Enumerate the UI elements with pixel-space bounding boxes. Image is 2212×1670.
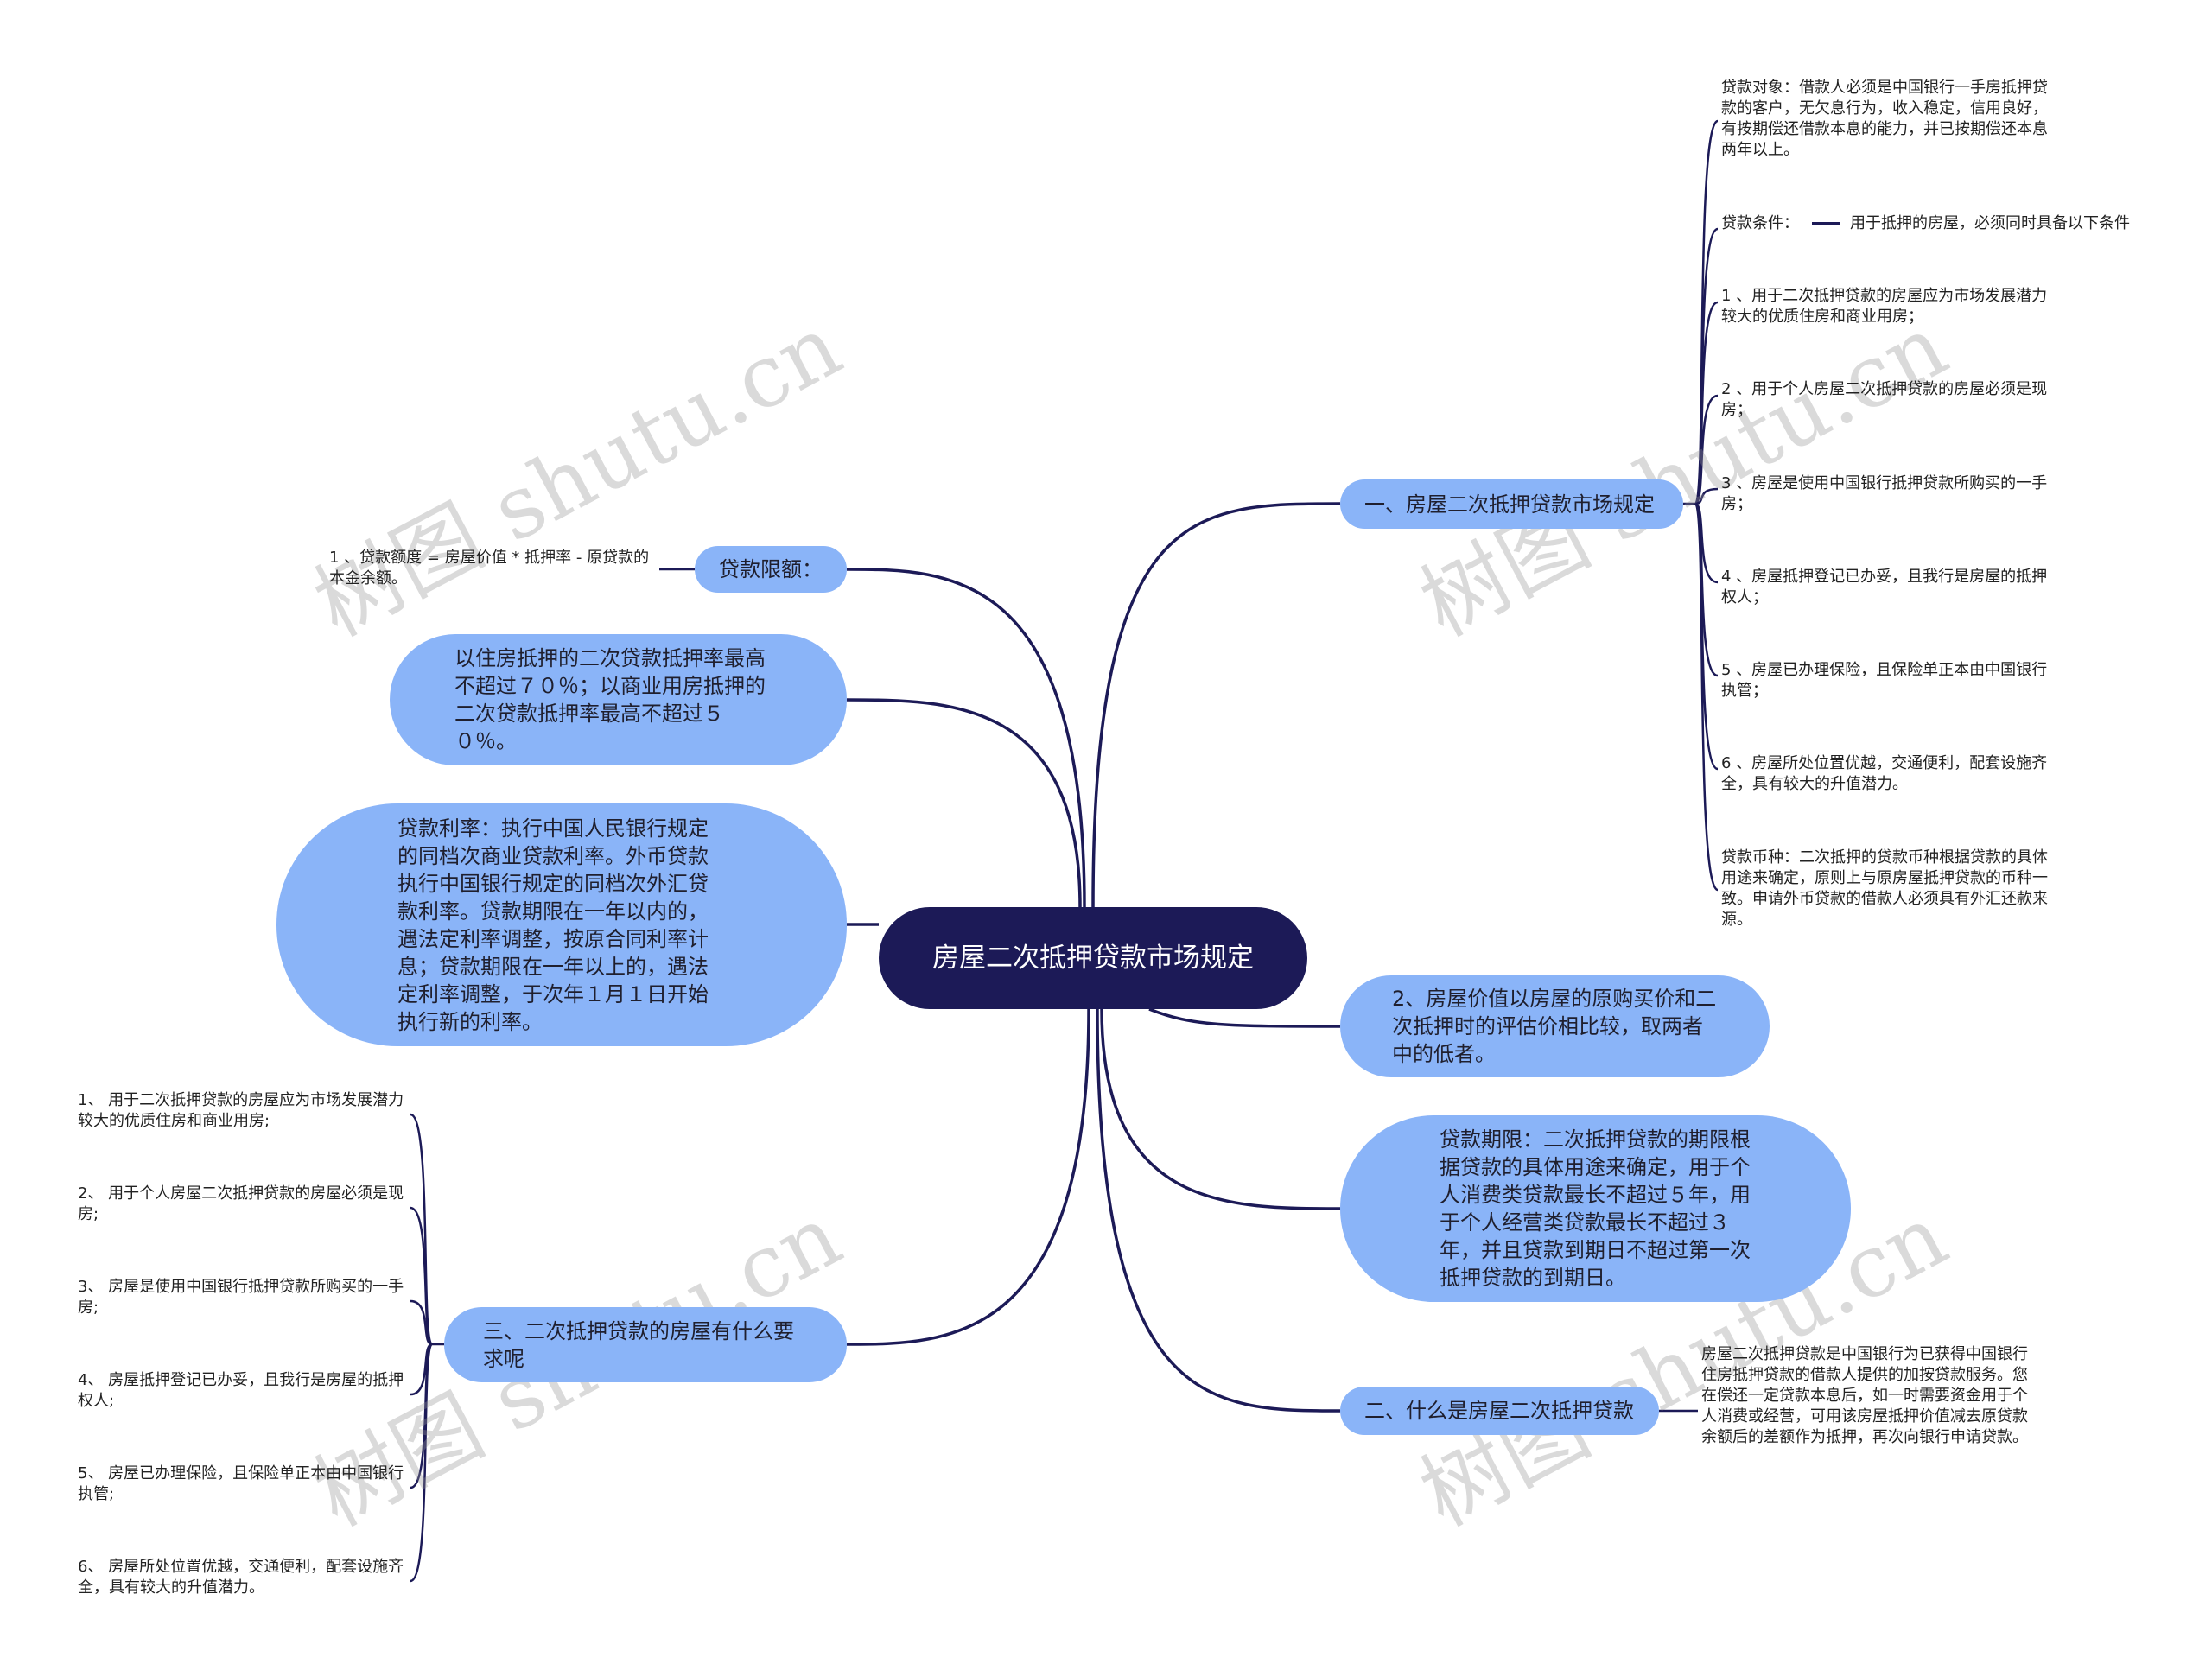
topic-rate-cap[interactable]: 以住房抵押的二次贷款抵押率最高不超过７０％；以商业用房抵押的二次贷款抵押率最高不… [390,634,847,765]
topic-label: 贷款限额： [719,557,823,581]
topic-label: 贷款利率：执行中国人民银行规定的同档次商业贷款利率。外币贷款执行中国银行规定的同… [397,816,709,1034]
topic-loan-limit[interactable]: 贷款限额： [695,546,847,593]
leaf-condition-3: 3 、房屋是使用中国银行抵押贷款所购买的一手房； [1721,474,2048,513]
leaf-condition-6: 6 、房屋所处位置优越，交通便利，配套设施齐全，具有较大的升值潜力。 [1721,754,2048,793]
leaf-loan-target: 贷款对象：借款人必须是中国银行一手房抵押贷款的客户，无欠息行为，收入稳定，信用良… [1721,79,2048,159]
topic-interest-rate[interactable]: 贷款利率：执行中国人民银行规定的同档次商业贷款利率。外币贷款执行中国银行规定的同… [276,803,847,1046]
leaf-loan-condition: 贷款条件： [1721,214,1799,232]
topic-market-rules[interactable]: 一、房屋二次抵押贷款市场规定 [1340,479,1683,529]
leaf-requirement-2: 2、 用于个人房屋二次抵押贷款的房屋必须是现房; [78,1184,404,1223]
leaf-condition-4: 4 、房屋抵押登记已办妥，且我行是房屋的抵押权人； [1721,568,2048,606]
leaf-what-is-detail: 房屋二次抵押贷款是中国银行为已获得中国银行住房抵押贷款的借款人提供的加按贷款服务… [1701,1345,2028,1446]
topic-label: 三、二次抵押贷款的房屋有什么要求呢 [483,1318,794,1371]
topic-value-rule[interactable]: 2、房屋价值以房屋的原购买价和二次抵押时的评估价相比较，取两者中的低者。 [1340,975,1770,1077]
topic-label: 2、房屋价值以房屋的原购买价和二次抵押时的评估价相比较，取两者中的低者。 [1392,987,1717,1066]
topic-label: 一、房屋二次抵押贷款市场规定 [1364,492,1655,517]
topic-loan-term[interactable]: 贷款期限：二次抵押贷款的期限根据贷款的具体用途来确定，用于个人消费类贷款最长不超… [1340,1115,1851,1302]
root-topic[interactable]: 房屋二次抵押贷款市场规定 [879,907,1307,1009]
leaf-limit-formula: 1 、贷款额度 = 房屋价值 * 抵押率 - 原贷款的本金余额。 [329,549,650,587]
leaf-requirement-3: 3、 房屋是使用中国银行抵押贷款所购买的一手房; [78,1278,404,1317]
leaf-condition-1: 1 、用于二次抵押贷款的房屋应为市场发展潜力较大的优质住房和商业用房； [1721,287,2048,326]
leaf-condition-5: 5 、房屋已办理保险，且保险单正本由中国银行执管； [1721,661,2048,700]
root-topic-label: 房屋二次抵押贷款市场规定 [932,943,1254,974]
topic-label: 贷款期限：二次抵押贷款的期限根据贷款的具体用途来确定，用于个人消费类贷款最长不超… [1440,1127,1751,1290]
leaf-condition-2: 2 、用于个人房屋二次抵押贷款的房屋必须是现房； [1721,380,2048,419]
topic-requirements[interactable]: 三、二次抵押贷款的房屋有什么要求呢 [444,1307,847,1382]
leaf-requirement-4: 4、 房屋抵押登记已办妥，且我行是房屋的抵押权人; [78,1371,404,1410]
topic-label: 以住房抵押的二次贷款抵押率最高不超过７０％；以商业用房抵押的二次贷款抵押率最高不… [454,646,766,753]
leaf-condition-detail: 用于抵押的房屋，必须同时具备以下条件 [1850,214,2130,232]
leaf-loan-currency: 贷款币种：二次抵押的贷款币种根据贷款的具体用途来确定，原则上与原房屋抵押贷款的币… [1721,848,2048,929]
leaf-requirement-6: 6、 房屋所处位置优越，交通便利，配套设施齐全，具有较大的升值潜力。 [78,1558,404,1597]
leaf-requirement-1: 1、 用于二次抵押贷款的房屋应为市场发展潜力较大的优质住房和商业用房; [78,1091,404,1130]
topic-what-is[interactable]: 二、什么是房屋二次抵押贷款 [1340,1387,1659,1435]
topic-label: 二、什么是房屋二次抵押贷款 [1364,1399,1634,1423]
leaf-requirement-5: 5、 房屋已办理保险，且保险单正本由中国银行执管; [78,1464,404,1503]
